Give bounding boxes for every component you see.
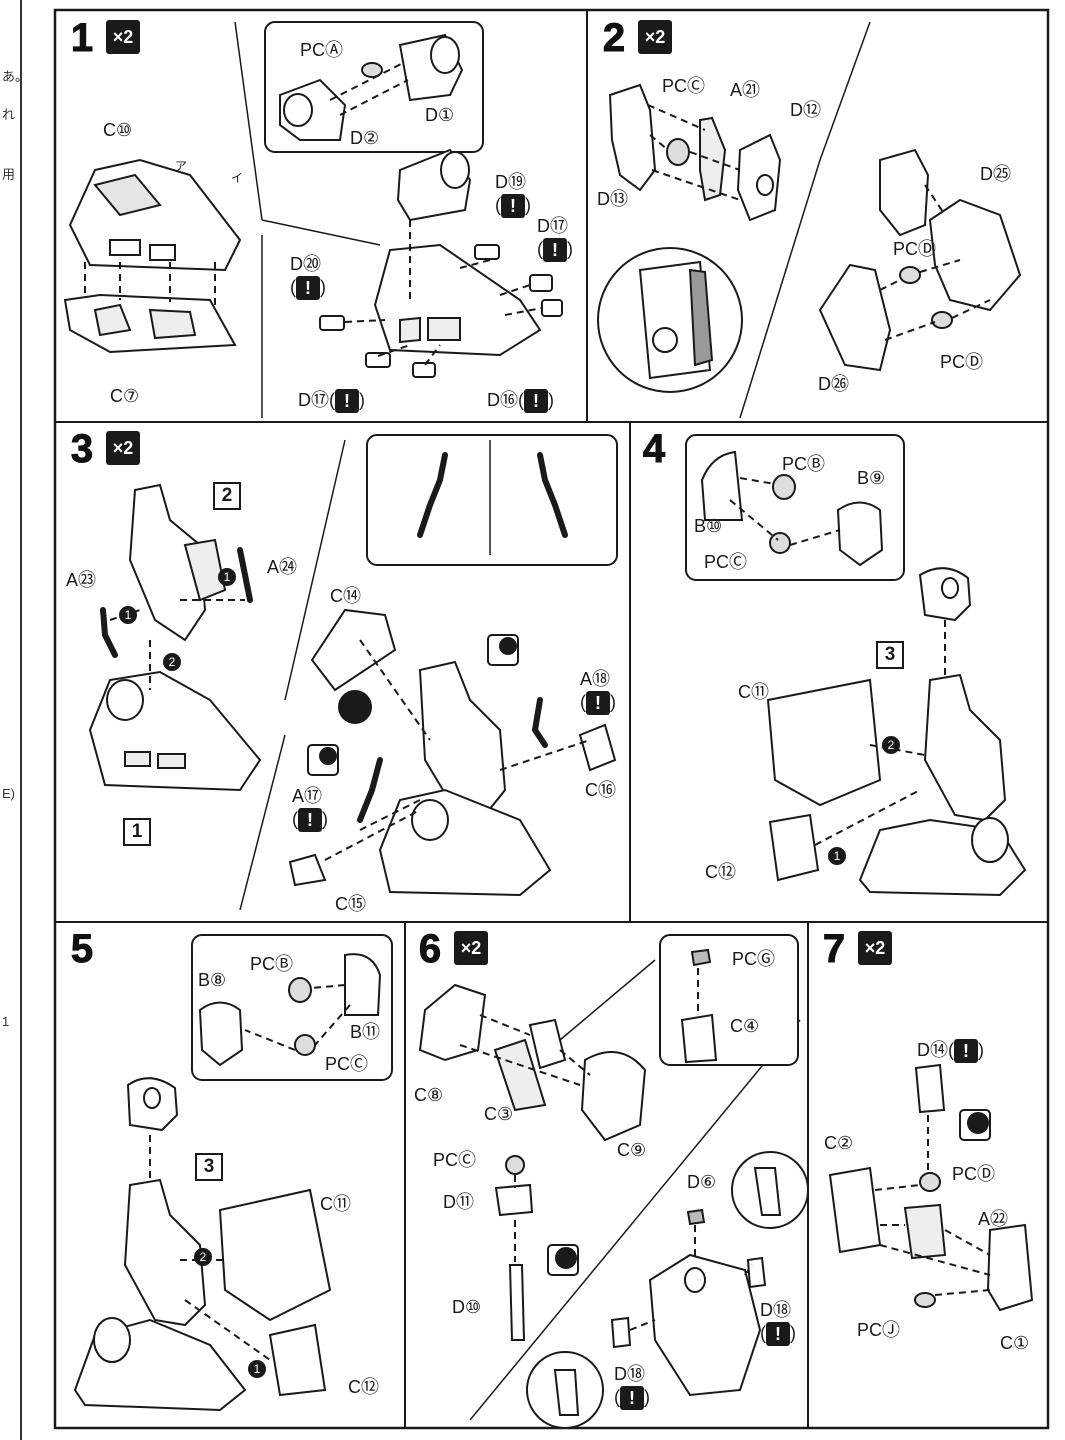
warning-icon: ! (296, 276, 320, 300)
part-label: D⑯(!) (487, 389, 554, 414)
part-label: PCⒹ (952, 1164, 996, 1184)
part-label: C⑯ (585, 780, 616, 800)
side-fragment: E) (2, 786, 15, 801)
part-label: D⑰(!) (537, 216, 573, 262)
part-label: C③ (484, 1104, 514, 1124)
order-marker: 1 (119, 606, 137, 624)
part-label: A㉓ (66, 570, 97, 590)
part-label: PCⒸ (662, 76, 706, 96)
part-label: D② (350, 128, 380, 148)
warning-icon: ! (524, 389, 548, 414)
step-4-number: 4 (634, 428, 674, 471)
part-label: D⑳(!) (290, 254, 326, 300)
warning-icon: ! (954, 1039, 978, 1064)
part-label: D㉕ (980, 164, 1011, 184)
warning-icon: ! (501, 194, 525, 218)
part-label: C① (1000, 1333, 1030, 1353)
part-label: D⑰(!) (298, 389, 365, 414)
side-strip: あ。 れ 用 E) 1 (0, 0, 28, 1440)
part-label: C② (824, 1133, 854, 1153)
part-label: PCⒹ (940, 352, 984, 372)
part-label: PCⒹ (893, 239, 937, 259)
side-fragment: 用 (2, 167, 16, 182)
step-5-number: 5 (62, 928, 102, 971)
ref-step-box: 3 (876, 641, 904, 669)
part-label: A㉒ (978, 1209, 1009, 1229)
part-label: PCⒸ (704, 552, 748, 572)
part-label: A⑰(!) (292, 786, 328, 832)
part-label: D⑲(!) (495, 172, 531, 218)
warning-icon: ! (335, 389, 359, 414)
warning-icon: ! (766, 1322, 790, 1346)
ref-step-box: 1 (123, 818, 151, 846)
step-2-number: 2 (594, 17, 634, 60)
part-label: PCⒶ (300, 40, 344, 60)
step-7-multiplier: ×2 (858, 931, 892, 965)
part-label: D⑭(!) (917, 1039, 984, 1064)
part-label: D⑪ (443, 1192, 474, 1212)
part-label: B⑩ (694, 516, 723, 536)
part-label: D⑱(!) (760, 1300, 796, 1346)
ref-step-box: 2 (213, 482, 241, 510)
part-label: C⑪ (738, 682, 769, 702)
order-marker: 2 (882, 736, 900, 754)
order-marker: 2 (163, 653, 181, 671)
step-1-multiplier: ×2 (106, 20, 140, 54)
part-label: C⑮ (335, 894, 366, 914)
part-label: PCⒸ (325, 1054, 369, 1074)
step-1-number: 1 (62, 17, 102, 60)
step-6-number: 6 (410, 928, 450, 971)
part-label: PCⒷ (250, 954, 294, 974)
part-label: C⑦ (110, 386, 140, 406)
part-label: C⑫ (348, 1377, 379, 1397)
side-fragment: れ (2, 107, 16, 122)
part-label: C⑩ (103, 120, 133, 140)
part-label: D⑩ (452, 1297, 482, 1317)
part-label: C⑨ (617, 1140, 647, 1160)
step-6-multiplier: ×2 (454, 931, 488, 965)
part-label: C⑫ (705, 862, 736, 882)
part-label: A⑱(!) (580, 669, 616, 715)
order-marker: 1 (248, 1360, 266, 1378)
part-label: B⑪ (350, 1022, 381, 1042)
warning-icon: ! (298, 808, 322, 832)
part-label: C⑭ (330, 586, 361, 606)
part-label: D⑱(!) (614, 1364, 650, 1410)
part-label: D㉖ (818, 374, 849, 394)
order-marker: 2 (194, 1248, 212, 1266)
step-2-multiplier: ×2 (638, 20, 672, 54)
order-marker: 1 (218, 568, 236, 586)
part-label: PCⒿ (857, 1320, 901, 1340)
part-label: D⑫ (790, 100, 821, 120)
mark-label: イ (231, 171, 244, 185)
mark-label: ア (175, 159, 188, 173)
part-label: C⑪ (320, 1194, 351, 1214)
order-marker: 1 (828, 847, 846, 865)
step-7-number: 7 (814, 928, 854, 971)
step-3-multiplier: ×2 (106, 431, 140, 465)
part-label: D⑬ (597, 189, 628, 209)
part-label: B⑨ (857, 468, 886, 488)
part-label: C④ (730, 1016, 760, 1036)
part-label: PCⒷ (782, 454, 826, 474)
part-label: D⑥ (687, 1172, 717, 1192)
step-3-number: 3 (62, 428, 102, 471)
part-label: PCⒸ (433, 1150, 477, 1170)
side-fragment: あ。 (2, 69, 29, 84)
part-label: C⑧ (414, 1085, 444, 1105)
part-label: A㉑ (730, 80, 761, 100)
side-fragment: 1 (2, 1014, 10, 1029)
part-label: B⑧ (198, 970, 227, 990)
ref-step-box: 3 (195, 1153, 223, 1181)
part-label: PCⒼ (732, 949, 776, 969)
part-label: A㉔ (267, 557, 298, 577)
warning-icon: ! (586, 691, 610, 715)
part-label: D① (425, 105, 455, 125)
warning-icon: ! (620, 1386, 644, 1410)
warning-icon: ! (543, 238, 567, 262)
